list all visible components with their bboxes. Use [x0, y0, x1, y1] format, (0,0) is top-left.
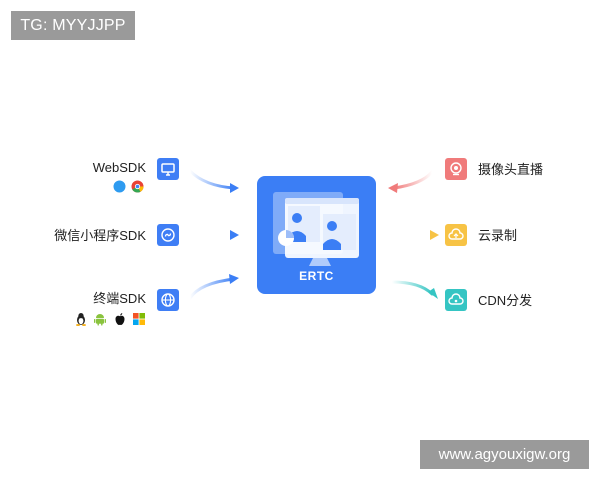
node-camera-label: 摄像头直播 [478, 162, 544, 177]
arrow-cdn [390, 280, 438, 299]
watermark-bottom-right: www.agyouxigw.org [420, 440, 589, 469]
safari-icon [113, 180, 126, 193]
mini-program-icon [157, 224, 179, 246]
node-terminal-sdk-label: 终端SDK [93, 291, 146, 306]
arrow-cloud-record [390, 230, 439, 240]
ertc-center-box: ERTC [257, 176, 376, 294]
apple-icon [113, 312, 127, 326]
video-call-illustration [273, 192, 359, 266]
android-icon [93, 312, 107, 326]
camera-icon [445, 158, 467, 180]
center-label: ERTC [299, 269, 334, 283]
node-miniprogram-label: 微信小程序SDK [54, 228, 146, 243]
globe-icon [157, 289, 179, 311]
node-websdk-label: WebSDK [92, 160, 146, 175]
watermark-top-left: TG: MYYJJPP [11, 11, 135, 40]
linux-icon [74, 312, 88, 326]
node-cloud-record-label: 云录制 [478, 228, 518, 243]
arrow-miniprogram [188, 230, 239, 240]
arrow-websdk [188, 169, 239, 193]
cloud-upload-icon [445, 224, 467, 246]
cdn-cloud-icon [445, 289, 467, 311]
chrome-icon [131, 180, 144, 193]
arrow-camera [388, 170, 434, 193]
windows-icon [132, 312, 146, 326]
arrow-terminal-sdk [188, 274, 239, 300]
node-cdn-label: CDN分发 [478, 293, 533, 308]
monitor-icon [157, 158, 179, 180]
